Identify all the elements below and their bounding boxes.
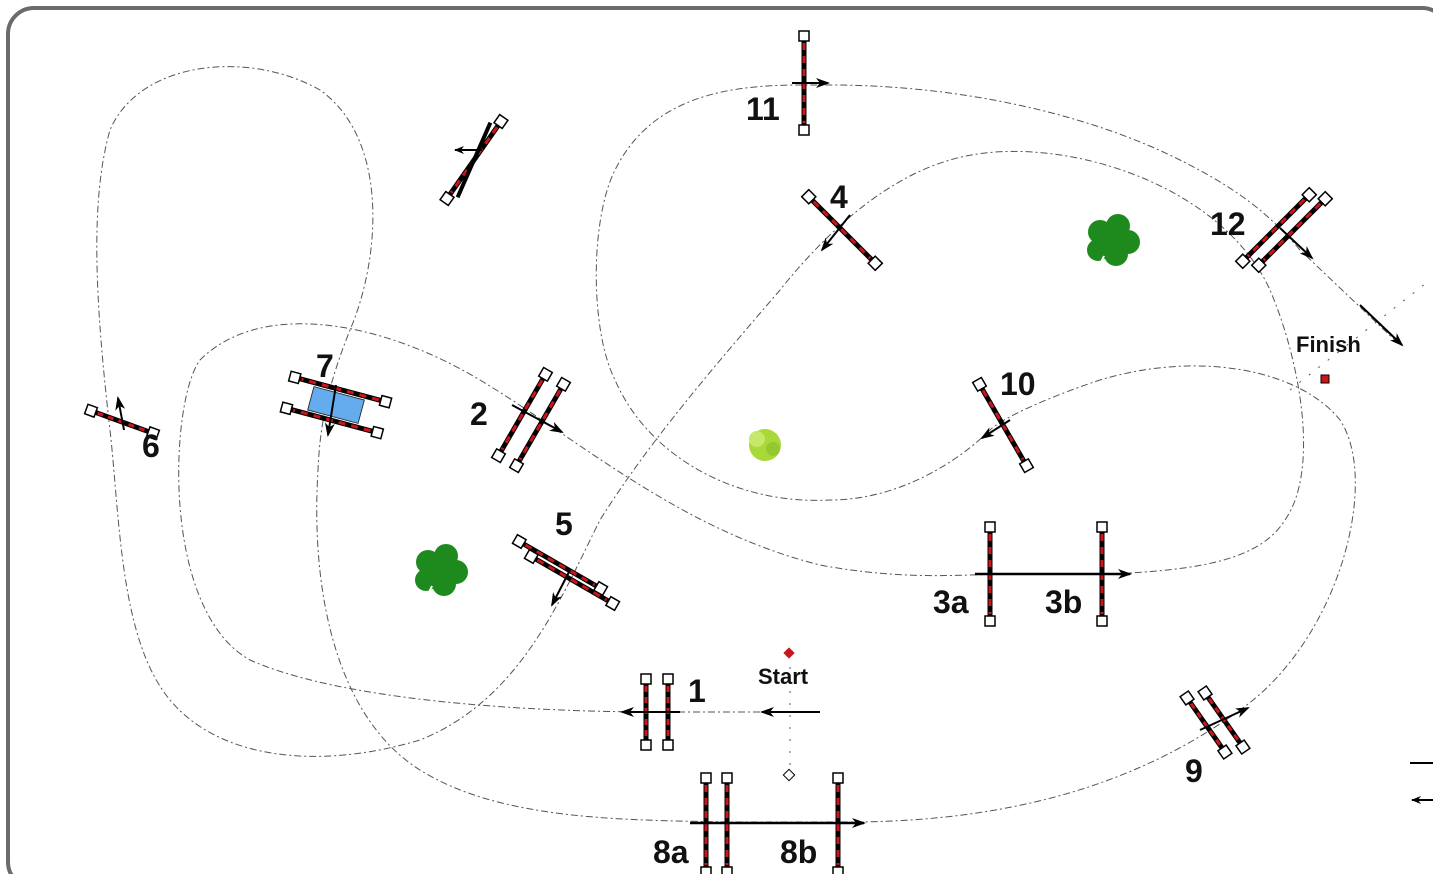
obstacle-8b-label: 8b (780, 834, 817, 870)
route-path (96, 66, 1401, 823)
finish-marker (1320, 374, 1330, 384)
obstacle-7-label: 7 (316, 348, 334, 384)
obstacle-4-label: 4 (830, 179, 848, 215)
start-marker (783, 647, 795, 659)
water-jump-icon (324, 384, 337, 437)
obstacle-6-label: 6 (142, 428, 160, 464)
obstacle-9-label: 9 (1185, 753, 1203, 789)
arena-border (6, 6, 1433, 874)
start-label: Start (758, 664, 809, 689)
finish-label: Finish (1296, 332, 1361, 357)
finish-arrow (1359, 304, 1404, 347)
obstacle-1-label: 1 (688, 673, 706, 709)
obstacle-3a-label: 3a (933, 584, 969, 620)
obstacle-7 (280, 371, 391, 438)
obstacle-12-label: 12 (1210, 206, 1246, 242)
obstacle-10-label: 10 (1000, 366, 1036, 402)
obstacle-11-label: 11 (746, 91, 780, 127)
crossed-fence-icon (438, 113, 511, 207)
bush-icon (749, 429, 781, 461)
obstacle-3b-label: 3b (1045, 584, 1082, 620)
start-marker-end (782, 768, 796, 782)
obstacle-2-label: 2 (470, 396, 488, 432)
obstacle-8a-label: 8a (653, 834, 689, 870)
obstacle-5-label: 5 (555, 506, 573, 542)
